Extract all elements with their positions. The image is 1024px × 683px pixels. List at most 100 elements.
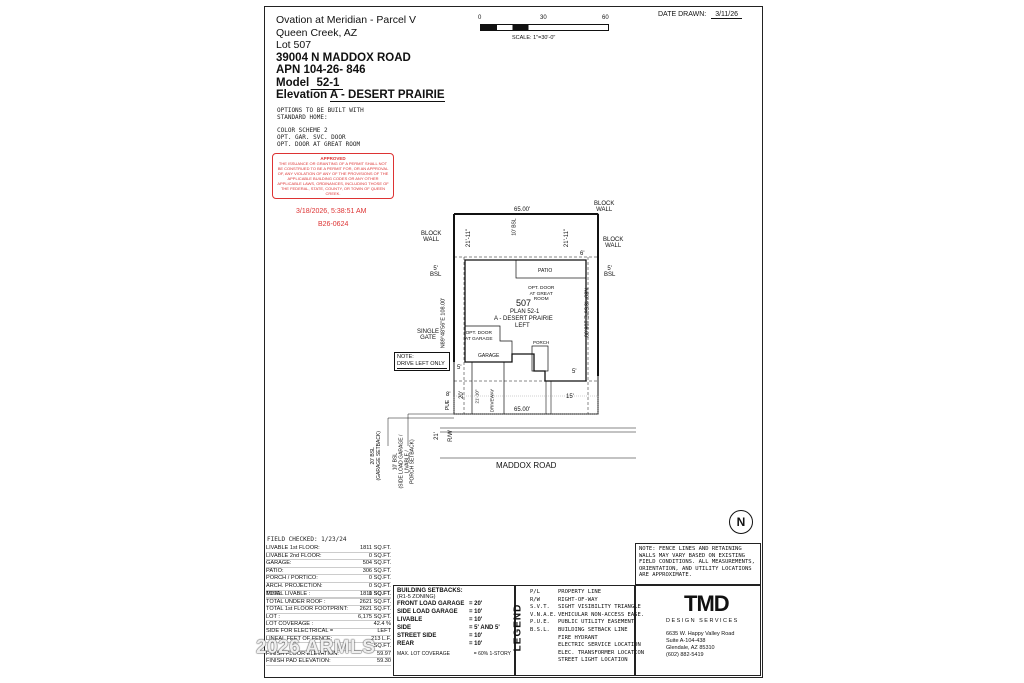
- area-row-label: GARAGE:: [266, 560, 292, 567]
- legend-meaning: VEHICULAR NON-ACCESS EASE.: [558, 611, 645, 618]
- total-row-value: 6,175 SQ.FT.: [358, 613, 391, 620]
- notes-box: NOTE: FENCE LINES AND RETAINING WALLS MA…: [635, 543, 761, 585]
- drive-note-label: NOTE:: [397, 354, 414, 360]
- area-row: PATIO: 306 SQ.FT.: [266, 568, 391, 576]
- subdivision-name: Ovation at Meridian - Parcel V: [276, 14, 417, 26]
- block-wall-right-label: BLOCK WALL: [603, 237, 624, 249]
- area-row-value: 0 SQ.FT.: [368, 552, 391, 559]
- dim-20: 20': [458, 391, 465, 399]
- legend-row: R/W RIGHT-OF-WAY: [530, 597, 644, 605]
- field-checked: FIELD CHECKED: 1/23/24: [267, 536, 347, 543]
- legend-meaning: BUILDING SETBACK LINE: [558, 626, 628, 633]
- legend-meaning: STREET LIGHT LOCATION: [558, 657, 628, 664]
- right-bearing: N89°48'56"E 108.00': [582, 287, 589, 339]
- legend-meaning: RIGHT-OF-WAY: [558, 596, 598, 603]
- opt-door-great-room: OPT. DOOR AT GREAT ROOM: [528, 286, 555, 303]
- north-label: N: [736, 515, 746, 529]
- legend-row: ELEC. TRANSFORMER LOCATION: [530, 650, 644, 658]
- pue-label: PUE: [445, 399, 452, 411]
- legend-row: P.U.E.PUBLIC UTILITY EASEMENT: [530, 619, 644, 627]
- driveway-label: DRIVEWAY: [489, 388, 495, 413]
- totals-table: TOTAL LIVABLE :1811 SQ.FT.TOTAL UNDER RO…: [266, 591, 391, 629]
- legend-abbrev: R/W: [530, 596, 540, 603]
- street-name: MADDOX ROAD: [496, 461, 557, 470]
- firm-logo: TMD: [684, 591, 730, 616]
- area-row-label: LIVABLE 1st FLOOR:: [266, 545, 320, 551]
- area-row-label: PORCH / PORTICO:: [266, 575, 318, 582]
- approval-stamp: APPROVED THE ISSUANCE OR GRANTING OF A P…: [272, 153, 394, 199]
- elevation-name-label: A - DESERT PRAIRIE: [494, 316, 553, 322]
- setback-value: = 20': [469, 601, 483, 607]
- site-plan-drawing: [387, 213, 636, 459]
- area-row-value: 306 SQ.FT.: [362, 567, 391, 574]
- total-row: LOT COVERAGE :42.4 %: [266, 621, 391, 629]
- title-block: Ovation at Meridian - Parcel V Queen Cre…: [276, 14, 445, 102]
- misc-row: SIDE FOR ELECTRICAL =LEFT: [266, 628, 391, 636]
- area-row-label: PATIO:: [266, 567, 284, 574]
- area-row-value: 1811 SQ.FT.: [360, 545, 391, 551]
- legend-row: FIRE HYDRANT: [530, 635, 644, 643]
- drive-note-box: NOTE: DRIVE LEFT ONLY: [394, 352, 450, 371]
- total-row-label: LOT COVERAGE :: [266, 621, 314, 628]
- north-arrow-icon: N: [729, 510, 753, 534]
- legend-row: ELECTRIC SERVICE LOCATION: [530, 642, 644, 650]
- area-row-label: ARCH. PROJECTION:: [266, 582, 323, 589]
- bsl-20-label: 20' BSL (GARAGE SETBACK): [369, 431, 382, 481]
- firm-address-line: Suite A-104-438: [666, 638, 706, 644]
- legend-meaning: ELECTRIC SERVICE LOCATION: [558, 642, 641, 649]
- legend-meaning: ELEC. TRANSFORMER LOCATION: [558, 649, 645, 656]
- opt-door-garage: OPT. DOOR AT GARAGE: [465, 331, 493, 342]
- setback-row: LIVABLE= 10': [397, 616, 511, 624]
- elevation-label: Elevation: [276, 89, 328, 101]
- rear-bsl: 10' BSL: [511, 218, 518, 236]
- setback-label: STREET SIDE: [397, 633, 437, 639]
- firm-address-line: 6635 W. Happy Valley Road: [666, 631, 735, 637]
- legend-abbrev: S.V.T.: [530, 604, 550, 611]
- misc-row-label: FINISH FLOOR ELEVATION:: [266, 650, 339, 657]
- model-value: 52-1: [312, 76, 344, 90]
- dim-8: 8': [446, 392, 451, 398]
- garage-label: GARAGE: [478, 353, 500, 359]
- legend-abbrev: P.U.E.: [530, 619, 550, 626]
- stamp-heading: APPROVED: [320, 156, 346, 161]
- misc-row-label: LINEAL FEET OF FENCE:: [266, 635, 333, 642]
- setback-label: FRONT LOAD GARAGE: [397, 601, 465, 607]
- setbacks-box: BUILDING SETBACKS: (R1-5 ZONING) FRONT L…: [393, 585, 515, 676]
- front-walk: [545, 380, 552, 415]
- model-line: Model 52-1: [276, 76, 445, 90]
- elevation-value: A - DESERT PRAIRIE: [329, 89, 445, 102]
- misc-row-label: FINISH PAD ELEVATION:: [266, 658, 331, 665]
- total-row: LOT :6,175 SQ.FT.: [266, 614, 391, 622]
- scale-label: SCALE: 1"=30'-0": [512, 35, 556, 41]
- misc-row-value: 59.30: [377, 658, 391, 665]
- model-label: Model: [276, 76, 310, 89]
- area-row: LIVABLE 1st FLOOR: 1811 SQ.FT.: [266, 545, 391, 553]
- setback-value: = 10': [469, 641, 483, 647]
- total-row-label: TOTAL 1st FLOOR FOOTPRINT:: [266, 606, 348, 613]
- total-row-value: 2621 SQ.FT.: [359, 598, 391, 605]
- left-bearing: N89°48'56"E 108.00': [440, 297, 447, 349]
- lot-coverage-value: = 60% 1-STORY: [473, 651, 511, 657]
- area-row-label: MISC:: [266, 590, 282, 597]
- misc-row-label: SIDE FOR ELECTRICAL =: [266, 628, 334, 634]
- area-row-value: 0 SQ.FT.: [368, 582, 391, 589]
- area-row-value: 504 SQ.FT.: [362, 560, 391, 567]
- area-row-label: LIVABLE 2nd FLOOR:: [266, 552, 322, 559]
- firm-phone: (602) 882-5419: [666, 652, 704, 658]
- misc-row: SQ.FT.: [266, 643, 391, 651]
- lot-number-label: 507: [516, 298, 532, 308]
- total-row-label: TOTAL UNDER ROOF :: [266, 598, 326, 605]
- firm-block: TMD DESIGN SERVICES 6635 W. Happy Valley…: [635, 585, 761, 676]
- setback-row: FRONT LOAD GARAGE = 20': [397, 600, 511, 608]
- options-line: STANDARD HOME:: [277, 114, 328, 121]
- left-bsl-label: 5' BSL: [430, 266, 442, 278]
- dim-top: 65.00': [514, 207, 531, 213]
- dim-bottom: 65.00': [514, 407, 531, 413]
- hand-label: LEFT: [515, 323, 530, 329]
- city-state: Queen Creek, AZ: [276, 26, 358, 39]
- lot-number: Lot 507: [276, 39, 312, 51]
- setback-value: = 10': [469, 609, 483, 615]
- misc-row: FINISH FLOOR ELEVATION:59.97: [266, 651, 391, 659]
